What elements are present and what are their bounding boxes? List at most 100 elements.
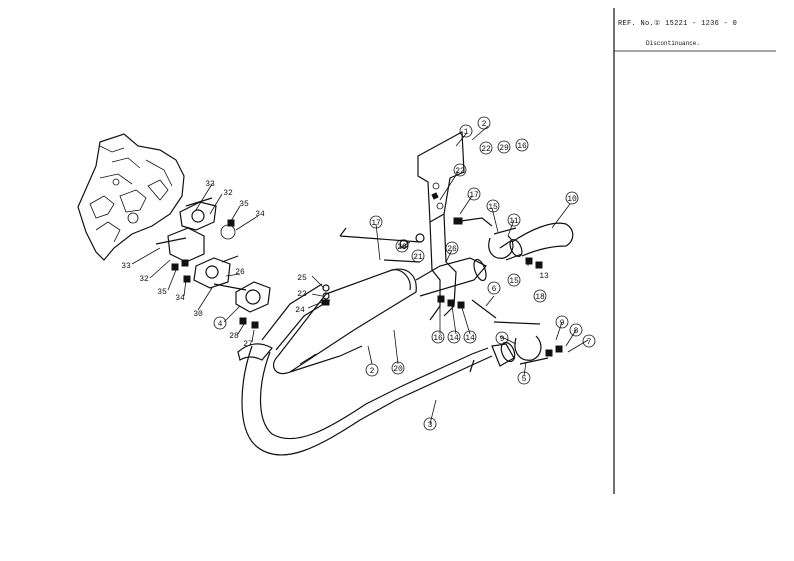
callout: 26 <box>235 268 245 277</box>
callout-label: 1 <box>464 128 469 137</box>
muffler <box>273 257 487 375</box>
callout: 6 <box>487 281 501 295</box>
manifold-flange-upper <box>155 197 236 245</box>
callout: 22 <box>479 141 493 155</box>
callout: 29 <box>497 140 511 154</box>
callout: 11 <box>507 213 521 227</box>
leader-lines <box>131 125 589 425</box>
callout: 20 <box>391 361 405 375</box>
callout: 21 <box>411 249 425 263</box>
callout-label: 15 <box>509 277 519 286</box>
callout-label: 32 <box>223 189 233 198</box>
discontinuance-note: Discontinuance. <box>646 40 701 47</box>
callout-label: 5 <box>522 375 527 384</box>
callout-label: 3 <box>428 421 433 430</box>
callout: 29 <box>395 239 409 253</box>
callout-label: 35 <box>239 200 249 209</box>
callout-label: 30 <box>193 310 203 319</box>
callout: 16 <box>431 330 445 344</box>
callout: 5 <box>517 371 531 385</box>
callout-label: 8 <box>574 327 579 336</box>
callout: 30 <box>193 310 203 319</box>
callout: 24 <box>295 306 305 315</box>
callout-label: 2 <box>482 120 487 129</box>
callout: 4 <box>213 316 227 330</box>
callout-label: 7 <box>587 338 592 347</box>
callout-label: 29 <box>499 144 509 153</box>
callout-label: 35 <box>157 288 167 297</box>
callout-label: 11 <box>509 217 519 226</box>
callout-label: 21 <box>413 253 423 262</box>
callout-label: 33 <box>205 180 215 189</box>
callout: 33 <box>121 262 131 271</box>
clamp-lower <box>471 299 563 365</box>
callout: 2 <box>365 363 379 377</box>
callout-label: 15 <box>488 203 498 212</box>
callout: 32 <box>223 189 233 198</box>
callout-label: 27 <box>243 340 253 349</box>
callout-label: 26 <box>447 245 457 254</box>
callout-label: 28 <box>229 332 239 341</box>
callout: 25 <box>297 274 307 283</box>
callout: 15 <box>507 273 521 287</box>
callout-label: 29 <box>397 243 407 252</box>
callout: 22 <box>453 163 467 177</box>
callout: 10 <box>565 191 579 205</box>
callout: 7 <box>582 334 596 348</box>
callout: 14 <box>463 330 477 344</box>
callout: 34 <box>255 210 265 219</box>
callout-label: 22 <box>481 145 491 154</box>
callout: 14 <box>447 330 461 344</box>
callout: 2 <box>477 116 491 130</box>
callout-label: 25 <box>297 274 307 283</box>
callout-label: 22 <box>455 167 465 176</box>
callout-label: 18 <box>535 293 545 302</box>
callout-label: 34 <box>255 210 265 219</box>
hanger-bracket <box>339 131 493 321</box>
callout-label: 6 <box>492 285 497 294</box>
callout: 35 <box>157 288 167 297</box>
manifold-flange-lower <box>167 227 247 291</box>
callout-label: 23 <box>297 290 307 299</box>
callout: 28 <box>229 332 239 341</box>
callout: 17 <box>369 215 383 229</box>
callout: 18 <box>533 289 547 303</box>
callout: 17 <box>467 187 481 201</box>
callout: 9 <box>555 315 569 329</box>
callout-label: 10 <box>567 195 577 204</box>
callout: 3 <box>423 417 437 431</box>
callout: 33 <box>205 180 215 189</box>
exhaust-pipe <box>241 283 516 456</box>
callout: 9 <box>495 331 509 345</box>
callout-label: 2 <box>370 367 375 376</box>
callout-label: 34 <box>175 294 185 303</box>
callout-label: 14 <box>465 334 475 343</box>
callout: 15 <box>486 199 500 213</box>
callout: 13 <box>539 272 549 281</box>
callout-label: 32 <box>139 275 149 284</box>
callout-label: 17 <box>371 219 381 228</box>
callout-list: 1 2 22 29 16 22 17 15 11 10 17 29 21 26 … <box>121 116 596 431</box>
callout-label: 17 <box>469 191 479 200</box>
callout-label: 20 <box>393 365 403 374</box>
callout-label: 16 <box>517 142 527 151</box>
clamp-upper <box>488 227 543 269</box>
callout-label: 13 <box>539 272 549 281</box>
callout-label: 16 <box>433 334 443 343</box>
callout: 8 <box>569 323 583 337</box>
callout-label: 33 <box>121 262 131 271</box>
callout: 32 <box>139 275 149 284</box>
callout-label: 9 <box>560 319 565 328</box>
callout: 1 <box>459 124 473 138</box>
callout: 35 <box>239 200 249 209</box>
callout: 34 <box>175 294 185 303</box>
callout-label: 14 <box>449 334 459 343</box>
callout: 16 <box>515 138 529 152</box>
reference-number: REF. No.① 15221 - 1236 - 0 <box>618 20 738 28</box>
callout-label: 9 <box>500 335 505 344</box>
hardware-nuts-washers <box>171 219 465 329</box>
front-pipe-flange <box>235 281 273 361</box>
title-block-frame <box>613 8 776 494</box>
